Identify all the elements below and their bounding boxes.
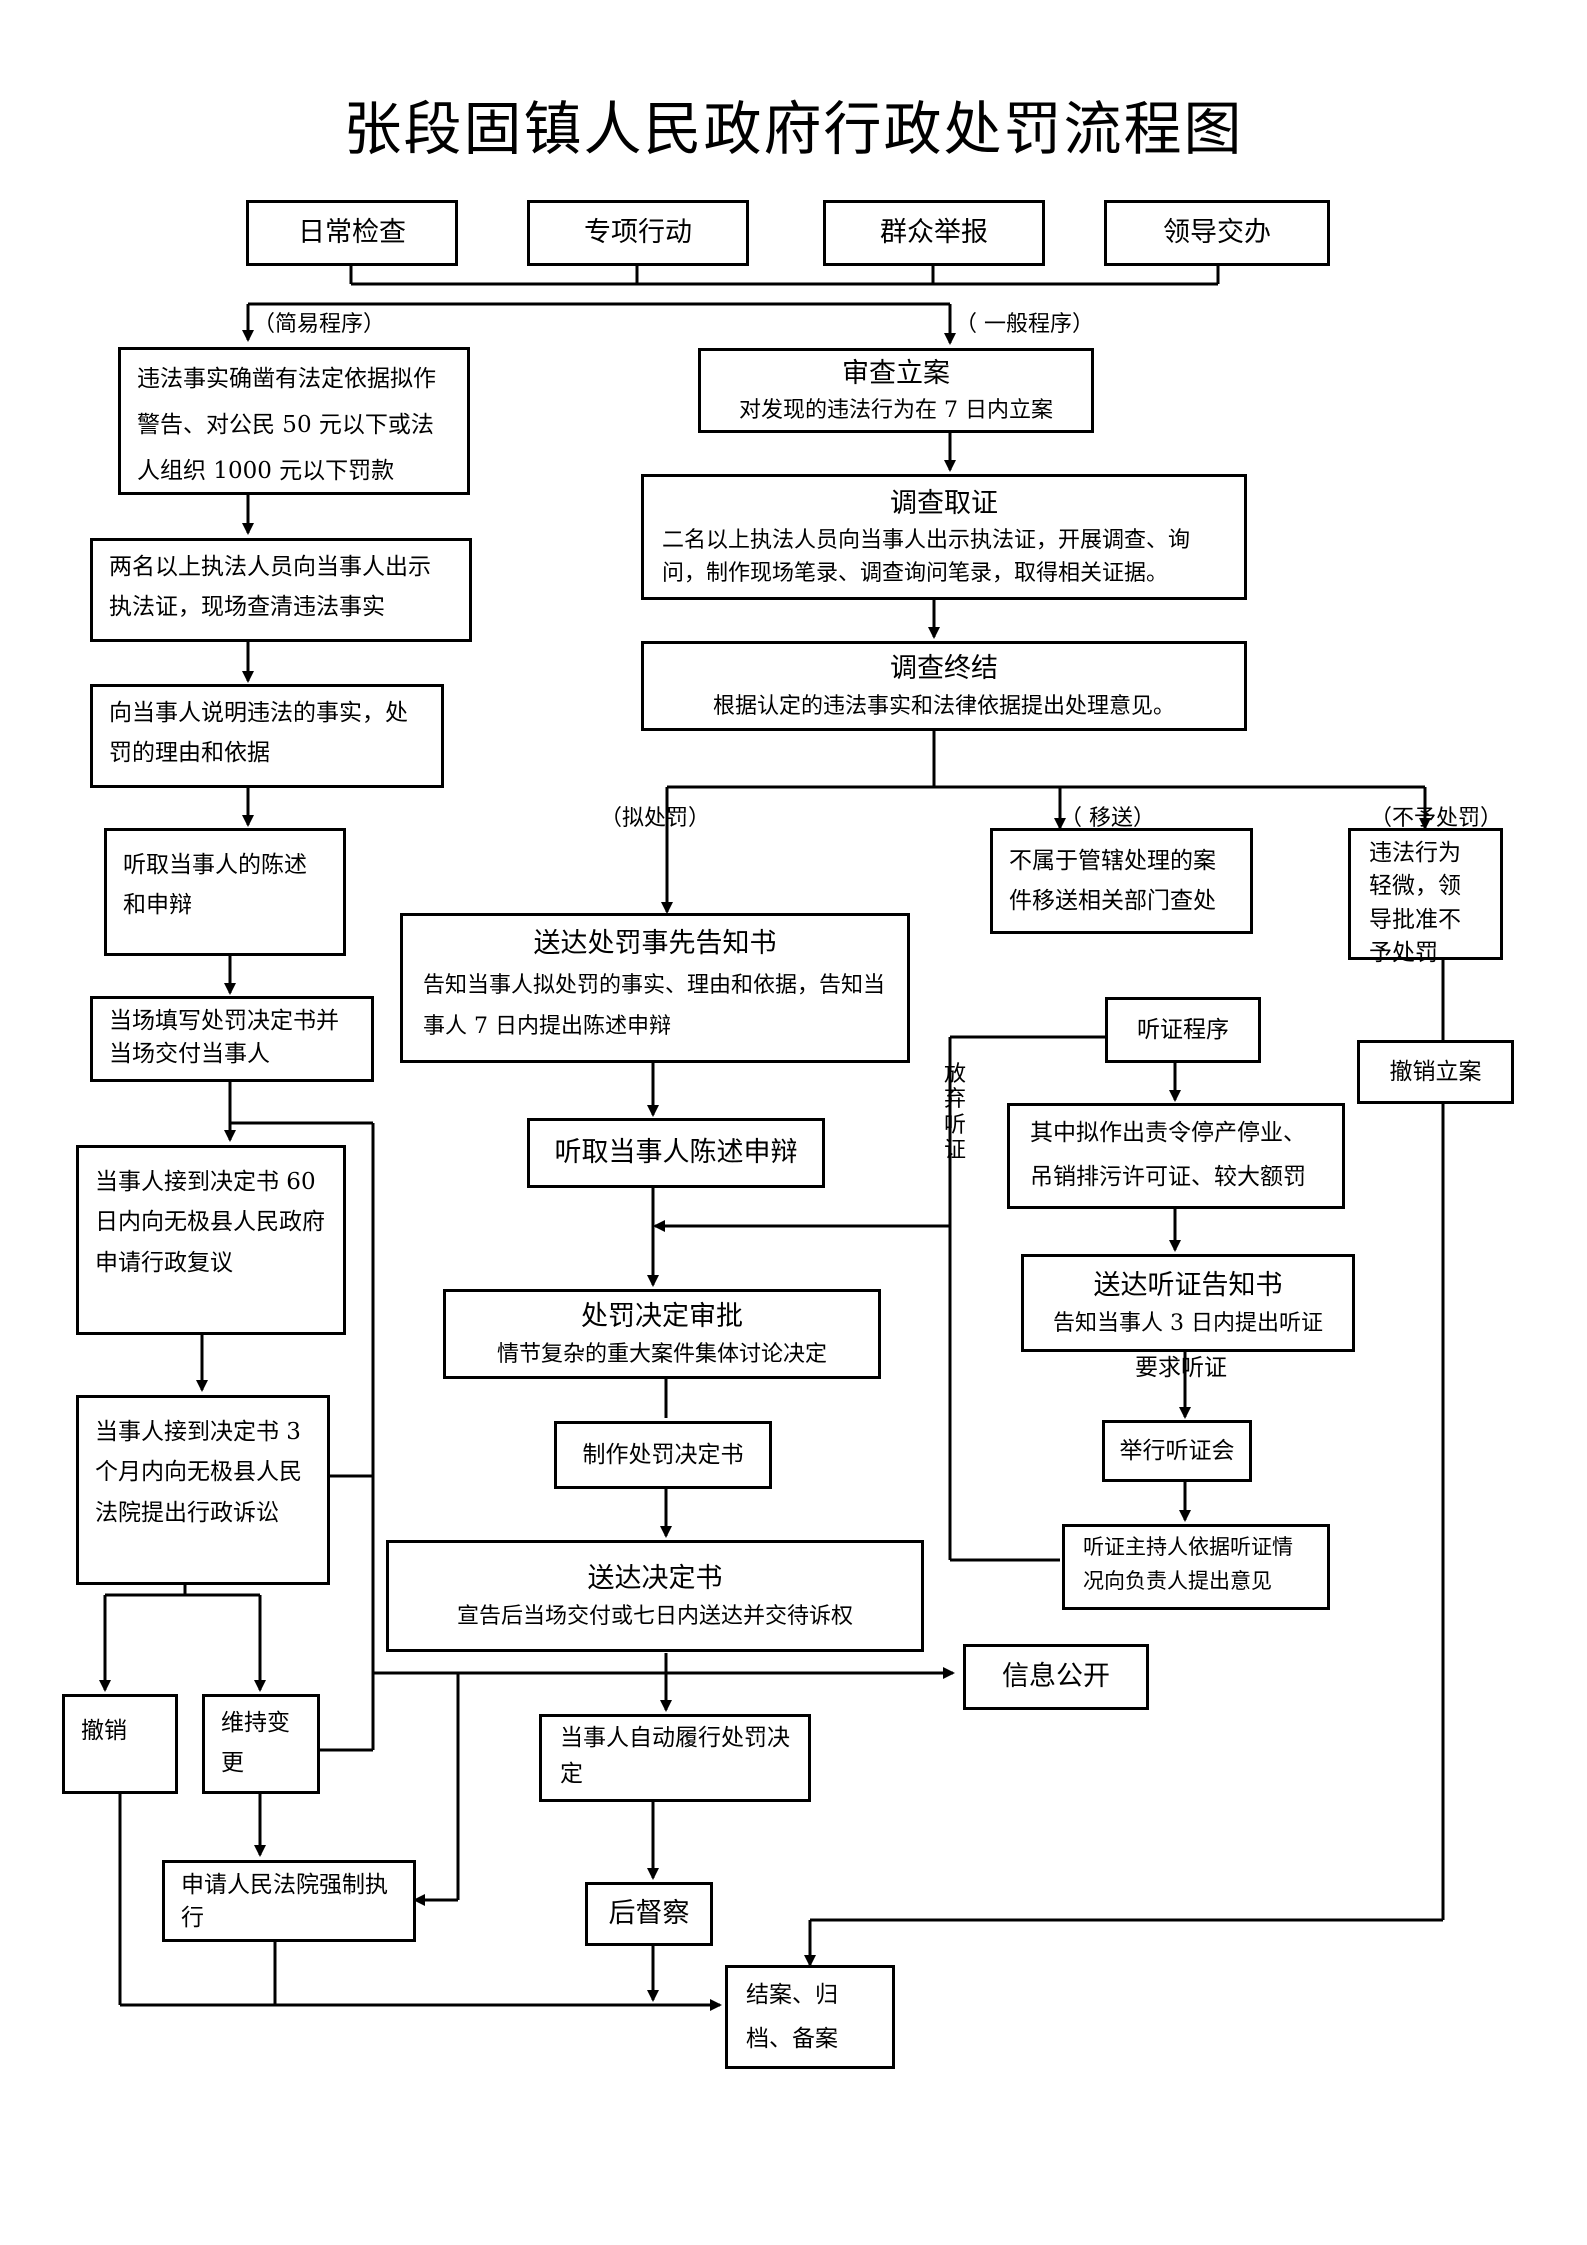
pre-notice-title: 送达处罚事先告知书 xyxy=(533,928,777,959)
register-sub: 对发现的违法行为在 7 日内立案 xyxy=(739,398,1053,424)
approval-title: 处罚决定审批 xyxy=(581,1301,743,1333)
approval-sub: 情节复杂的重大案件集体讨论决定 xyxy=(496,1341,827,1367)
hold-hearing-box: 举行听证会 xyxy=(1102,1420,1252,1482)
investigate-title: 调查取证 xyxy=(890,487,998,519)
cancel-case-box: 撤销立案 xyxy=(1357,1040,1514,1104)
deliver-decision-box: 送达决定书 宣告后当场交付或七日内送达并交待诉权 xyxy=(386,1540,924,1652)
hearing-scope-box: 其中拟作出责令停产停业、吊销排污许可证、较大额罚 xyxy=(1007,1103,1345,1209)
enforce-box: 申请人民法院强制执行 xyxy=(162,1860,416,1942)
label-waive-hearing: 放弃听证 xyxy=(943,1062,966,1163)
investigation-end-box: 调查终结 根据认定的违法事实和法律依据提出处理意见。 xyxy=(641,641,1247,731)
investigation-end-title: 调查终结 xyxy=(890,653,998,685)
transfer-box: 不属于管辖处理的案件移送相关部门查处 xyxy=(990,828,1253,934)
listen-statement-box: 听取当事人陈述申辩 xyxy=(527,1118,825,1188)
deliver-sub: 宣告后当场交付或七日内送达并交待诉权 xyxy=(456,1603,853,1629)
post-supervision-box: 后督察 xyxy=(585,1882,713,1946)
investigate-box: 调查取证 二名以上执法人员向当事人出示执法证，开展调查、询问，制作现场笔录、调查… xyxy=(641,474,1247,600)
page-title: 张段固镇人民政府行政处罚流程图 xyxy=(343,95,1244,163)
hearing-notice-sub: 告知当事人 3 日内提出听证 xyxy=(1053,1310,1323,1336)
label-no-penalty: （不予处罚） xyxy=(1370,806,1503,831)
no-penalty-box: 违法行为轻微，领导批准不予处罚 xyxy=(1348,828,1503,966)
label-request-hearing: 要求听证 xyxy=(1135,1355,1227,1381)
source-leader-assigned: 领导交办 xyxy=(1104,200,1330,266)
hearing-report-box: 听证主持人依据听证情况向负责人提出意见 xyxy=(1062,1524,1330,1610)
hearing-notice-box: 送达听证告知书 告知当事人 3 日内提出听证 xyxy=(1021,1254,1355,1352)
simple-hear-box: 听取当事人的陈述和申辩 xyxy=(104,828,346,956)
deliver-title: 送达决定书 xyxy=(587,1563,723,1595)
simple-decision-box: 当场填写处罚决定书并当场交付当事人 xyxy=(90,996,374,1082)
revoke-box: 撤销 xyxy=(62,1694,178,1794)
register-title: 审查立案 xyxy=(842,357,950,389)
make-decision-box: 制作处罚决定书 xyxy=(554,1421,772,1489)
label-transfer: （ 移送） xyxy=(1060,806,1155,831)
label-propose-penalty: （拟处罚） xyxy=(600,806,711,831)
lawsuit-box: 当事人接到决定书 3 个月内向无极县人民法院提出行政诉讼 xyxy=(76,1395,330,1585)
pre-notice-box: 送达处罚事先告知书 告知当事人拟处罚的事实、理由和依据，告知当事人 7 日内提出… xyxy=(400,913,910,1063)
source-special-action: 专项行动 xyxy=(527,200,749,266)
hearing-program-box: 听证程序 xyxy=(1105,997,1261,1063)
source-public-report: 群众举报 xyxy=(823,200,1045,266)
pre-notice-sub: 告知当事人拟处罚的事实、理由和依据，告知当事人 7 日内提出陈述申辩 xyxy=(423,972,886,1040)
info-disclosure-box: 信息公开 xyxy=(963,1644,1149,1710)
reconsideration-box: 当事人接到决定书 60 日内向无极县人民政府申请行政复议 xyxy=(76,1145,346,1335)
label-simple-program: （简易程序） xyxy=(253,312,386,337)
source-daily-inspection: 日常检查 xyxy=(246,200,458,266)
close-archive-box: 结案、归档、备案 xyxy=(725,1965,895,2069)
hearing-notice-title: 送达听证告知书 xyxy=(1093,1270,1283,1302)
investigate-sub: 二名以上执法人员向当事人出示执法证，开展调查、询问，制作现场笔录、调查询问笔录，… xyxy=(662,528,1191,587)
simple-fact-box: 违法事实确凿有法定依据拟作警告、对公民 50 元以下或法人组织 1000 元以下… xyxy=(118,347,470,495)
simple-show-cert-box: 两名以上执法人员向当事人出示执法证，现场查清违法事实 xyxy=(90,538,472,642)
investigation-end-sub: 根据认定的违法事实和法律依据提出处理意见。 xyxy=(712,693,1175,719)
approval-box: 处罚决定审批 情节复杂的重大案件集体讨论决定 xyxy=(443,1289,881,1379)
maintain-change-box: 维持变更 xyxy=(202,1694,320,1794)
register-box: 审查立案 对发现的违法行为在 7 日内立案 xyxy=(698,348,1094,433)
self-perform-box: 当事人自动履行处罚决定 xyxy=(539,1714,811,1802)
simple-explain-box: 向当事人说明违法的事实，处罚的理由和依据 xyxy=(90,684,444,788)
label-general-program: （ 一般程序） xyxy=(955,312,1094,337)
